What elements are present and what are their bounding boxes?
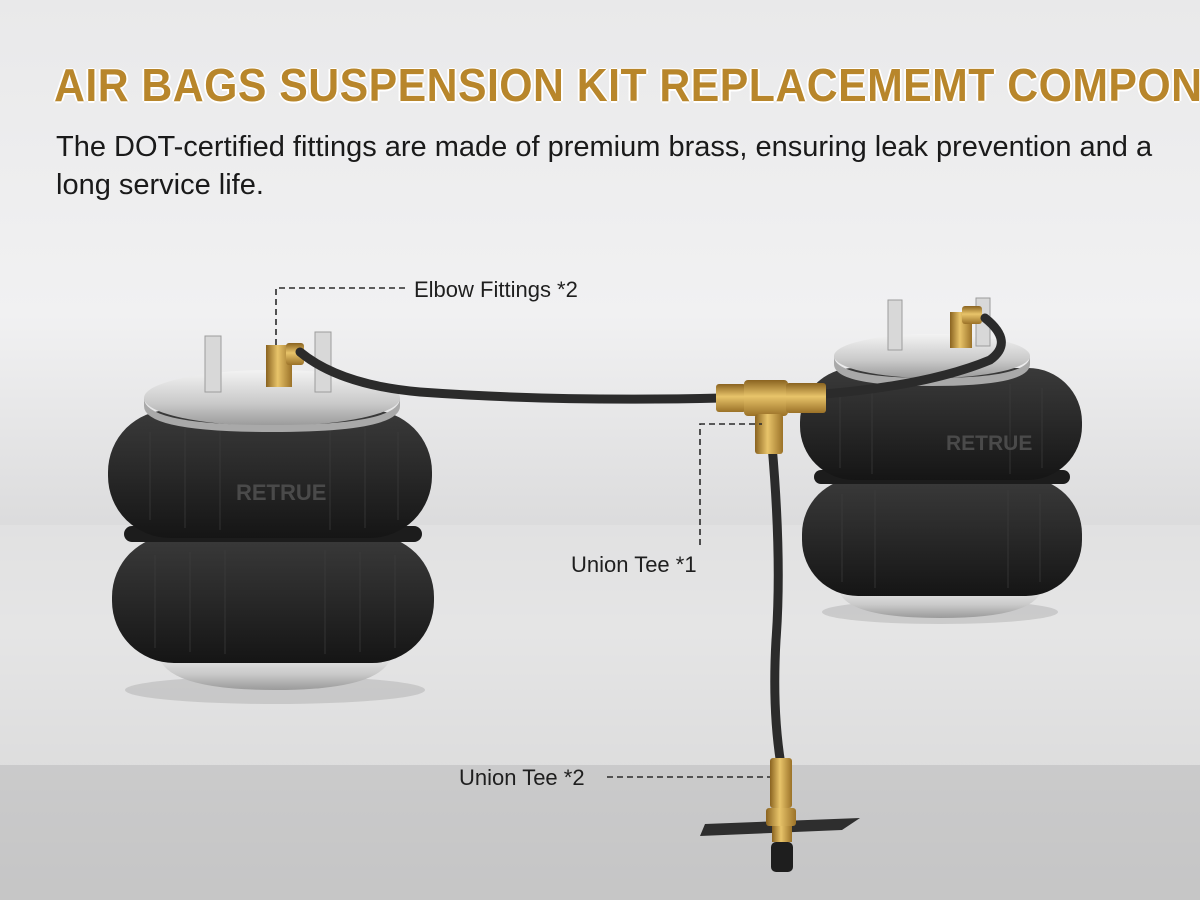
leader-tee1 — [699, 423, 762, 545]
left-air-line — [295, 347, 727, 404]
callout-elbow-fittings: Elbow Fittings *2 — [414, 277, 578, 302]
left-air-bag: RETRUE — [108, 331, 434, 704]
leader-elbow — [275, 287, 405, 345]
right-air-line — [820, 313, 1006, 399]
lower-floor — [0, 765, 1200, 900]
right-bag-brand: RETRUE — [946, 432, 1032, 455]
air-lines — [295, 313, 1006, 770]
union-tee-center — [716, 380, 826, 454]
supply-air-line — [767, 440, 786, 770]
headline: AIR BAGS SUSPENSION KIT REPLACEMEMT COMP… — [54, 59, 1200, 111]
union-tee-bulkhead — [700, 758, 860, 872]
left-bag-brand: RETRUE — [236, 480, 326, 505]
callout-union-tee-2: Union Tee *2 — [459, 765, 585, 790]
callout-union-tee-1: Union Tee *1 — [571, 552, 697, 577]
right-air-bag: RETRUE — [800, 297, 1082, 624]
subtitle: The DOT-certified fittings are made of p… — [56, 131, 1153, 201]
leader-lines — [275, 287, 770, 778]
